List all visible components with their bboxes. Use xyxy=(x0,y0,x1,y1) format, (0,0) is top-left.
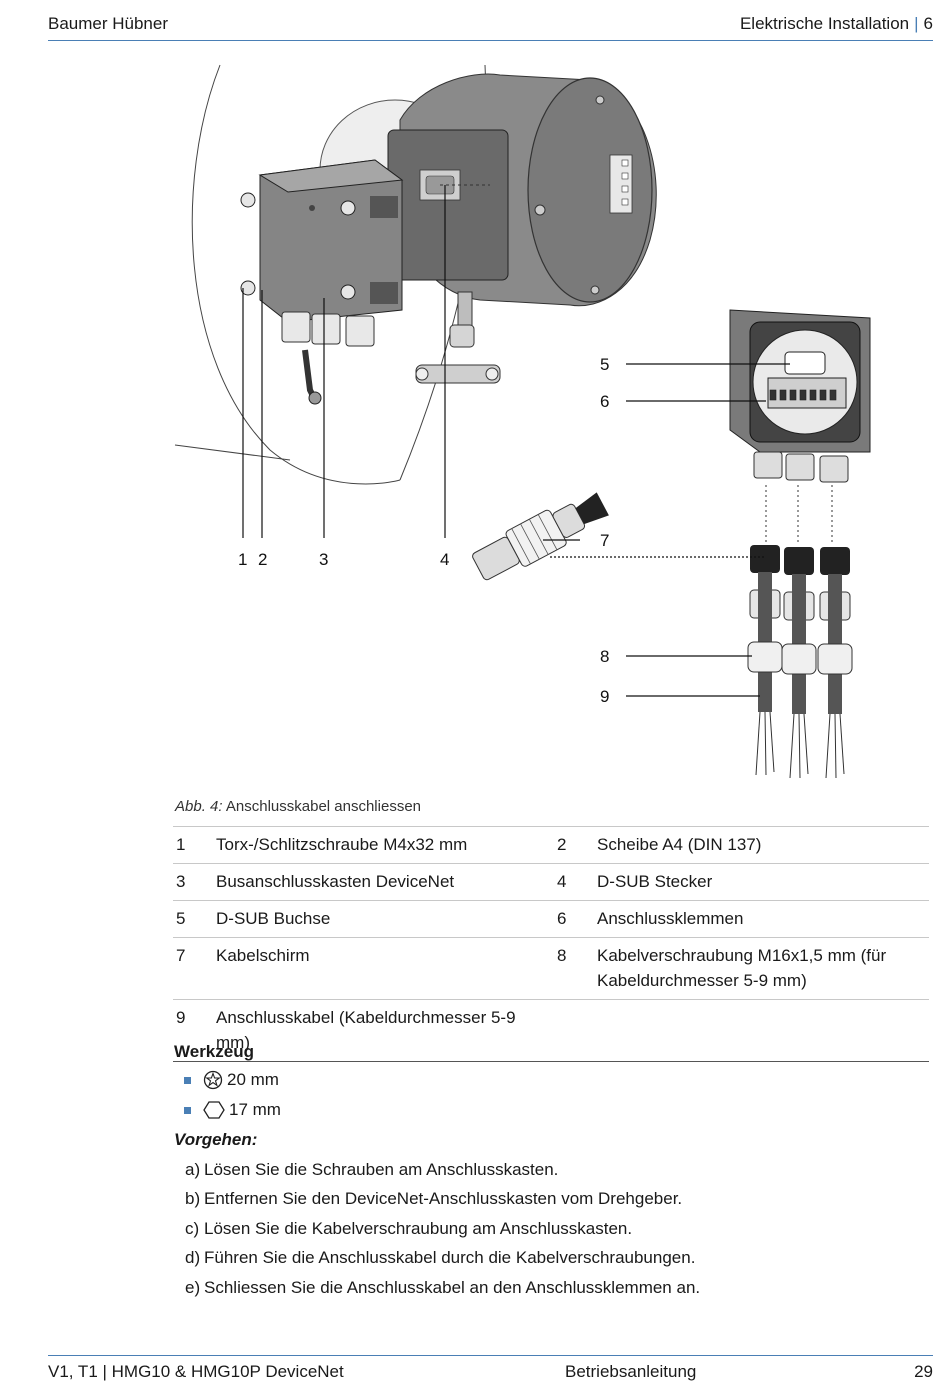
step-text: Führen Sie die Anschlusskabel durch die … xyxy=(204,1248,696,1267)
table-row: 1 Torx-/Schlitzschraube M4x32 mm 2 Schei… xyxy=(173,826,929,864)
page-footer: V1, T1 | HMG10 & HMG10P DeviceNet Betrie… xyxy=(48,1355,933,1386)
step-text: Entfernen Sie den DeviceNet-Anschlusskas… xyxy=(204,1189,683,1208)
table-row: 5 D-SUB Buchse 6 Anschlussklemmen xyxy=(173,900,929,938)
callout-8: 8 xyxy=(600,647,609,666)
legend-text: Anschlusskabel (Kabeldurchmesser 5-9 mm) xyxy=(216,1008,516,1052)
legend-number: 8 xyxy=(557,946,567,965)
callout-6: 6 xyxy=(600,392,609,411)
legend-table: 1 Torx-/Schlitzschraube M4x32 mm 2 Schei… xyxy=(173,826,929,1062)
tool-item: 17 mm xyxy=(184,1100,281,1120)
tool-size: 17 mm xyxy=(229,1100,281,1119)
procedure-step: c)Lösen Sie die Kabelverschraubung am An… xyxy=(185,1219,632,1239)
step-label: c) xyxy=(185,1219,200,1238)
callout-1: 1 xyxy=(238,550,247,569)
torx-icon xyxy=(203,1070,223,1090)
bus-connection-box xyxy=(240,159,404,405)
legend-text: Torx-/Schlitzschraube M4x32 mm xyxy=(216,835,468,854)
legend-number xyxy=(554,1000,597,1062)
step-text: Lösen Sie die Schrauben am Anschlusskast… xyxy=(204,1160,559,1179)
legend-text: D-SUB Buchse xyxy=(216,909,331,928)
legend-number: 4 xyxy=(557,872,567,891)
figure-caption: Abb. 4: Anschlusskabel anschliessen xyxy=(175,798,421,815)
procedure-step: b)Entfernen Sie den DeviceNet-Anschlussk… xyxy=(185,1189,682,1209)
tools-heading: Werkzeug xyxy=(174,1042,254,1061)
callout-3: 3 xyxy=(319,550,328,569)
footer-doc-type: Betriebsanleitung xyxy=(565,1362,697,1381)
legend-number: 7 xyxy=(176,946,186,965)
tool-item: 20 mm xyxy=(184,1070,279,1090)
header-chapter: 6 xyxy=(923,14,933,33)
legend-number: 6 xyxy=(557,909,567,928)
legend-text: Kabelschirm xyxy=(216,946,310,965)
callout-9: 9 xyxy=(600,687,609,706)
table-row: 3 Busanschlusskasten DeviceNet 4 D-SUB S… xyxy=(173,863,929,901)
callout-5: 5 xyxy=(600,355,609,374)
page-number: 29 xyxy=(914,1362,933,1381)
cable-gland-detail xyxy=(472,492,609,581)
header-separator: | xyxy=(914,14,919,33)
table-row: 7 Kabelschirm 8 Kabelverschraubung M16x1… xyxy=(173,937,929,1000)
procedure-step: e)Schliessen Sie die Anschlusskabel an d… xyxy=(185,1278,700,1298)
bullet-icon xyxy=(184,1106,191,1114)
bullet-icon xyxy=(184,1076,191,1084)
callout-4: 4 xyxy=(440,550,449,569)
step-label: b) xyxy=(185,1189,201,1208)
connection-cables xyxy=(747,485,853,779)
table-row: 9 Anschlusskabel (Kabeldurchmesser 5-9 m… xyxy=(173,999,929,1062)
callout-7: 7 xyxy=(600,531,609,550)
legend-text: Kabelverschraubung M16x1,5 mm (für Kabel… xyxy=(597,946,887,990)
callout-2: 2 xyxy=(258,550,267,569)
header-section-title: Elektrische Installation xyxy=(739,14,910,33)
step-label: a) xyxy=(185,1160,201,1179)
legend-number: 9 xyxy=(176,1008,186,1027)
procedure-step: a)Lösen Sie die Schrauben am Anschlusska… xyxy=(185,1160,558,1180)
caption-prefix: Abb. 4: xyxy=(175,798,223,815)
legend-number: 3 xyxy=(176,872,186,891)
connection-cable-illustration: 1 2 3 4 5 6 7 8 9 xyxy=(174,64,871,779)
hex-icon xyxy=(203,1101,225,1119)
header-company: Baumer Hübner xyxy=(48,14,169,33)
step-label: d) xyxy=(185,1248,201,1267)
header-section: Elektrische Installation|6 xyxy=(740,14,933,34)
step-text: Schliessen Sie die Anschlusskabel an den… xyxy=(204,1278,701,1297)
legend-text xyxy=(597,1000,929,1062)
mounting-arc xyxy=(191,64,401,485)
open-terminal-box xyxy=(729,309,871,483)
tool-size: 20 mm xyxy=(227,1070,279,1089)
legend-text: D-SUB Stecker xyxy=(597,872,713,891)
legend-text: Scheibe A4 (DIN 137) xyxy=(597,835,762,854)
legend-number: 1 xyxy=(176,835,186,854)
legend-text: Anschlussklemmen xyxy=(597,909,744,928)
step-text: Lösen Sie die Kabelverschraubung am Ansc… xyxy=(204,1219,633,1238)
step-label: e) xyxy=(185,1278,201,1297)
encoder-housing xyxy=(319,73,657,384)
legend-text: Busanschlusskasten DeviceNet xyxy=(216,872,455,891)
procedure-step: d)Führen Sie die Anschlusskabel durch di… xyxy=(185,1248,695,1268)
page-header: Baumer Hübner Elektrische Installation|6 xyxy=(48,10,933,41)
procedure-heading: Vorgehen: xyxy=(174,1130,258,1149)
legend-number: 2 xyxy=(557,835,567,854)
legend-number: 5 xyxy=(176,909,186,928)
footer-document: V1, T1 | HMG10 & HMG10P DeviceNet xyxy=(48,1362,344,1381)
caption-text: Anschlusskabel anschliessen xyxy=(225,798,422,815)
